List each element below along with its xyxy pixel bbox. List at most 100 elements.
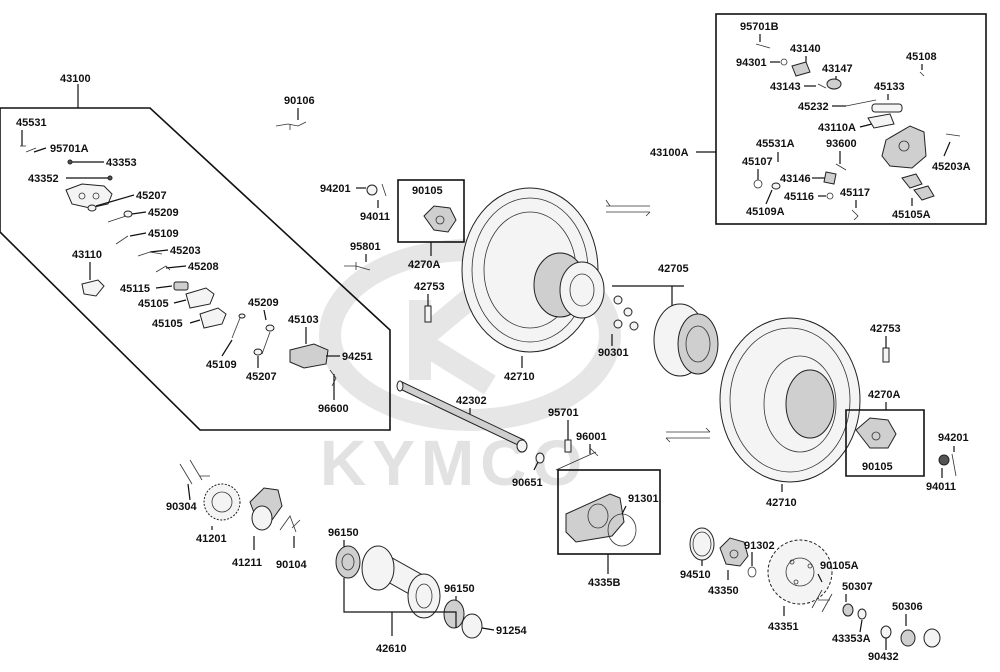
label-4335B: 4335B	[588, 577, 620, 589]
label-43353A: 43353A	[832, 633, 871, 645]
label-45203: 45203	[170, 245, 201, 257]
label-91302: 91302	[744, 540, 775, 552]
label-96150-left: 96150	[328, 527, 359, 539]
watermark-brand: KYMCO	[320, 427, 588, 499]
brake-pads-45105A-part	[901, 173, 935, 201]
label-45531A: 45531A	[756, 138, 795, 150]
label-43352: 43352	[28, 173, 59, 185]
label-50307: 50307	[842, 581, 873, 593]
box-43100A	[715, 13, 987, 225]
sprocket-41201-part	[203, 483, 241, 521]
label-45109-bottom: 45109	[206, 359, 237, 371]
label-41211: 41211	[232, 557, 262, 569]
label-42753-left: 42753	[414, 281, 445, 293]
label-90105A: 90105A	[820, 560, 859, 572]
label-43147: 43147	[822, 63, 853, 75]
label-96001: 96001	[576, 431, 607, 443]
label-45116: 45116	[784, 191, 814, 203]
box-4335B	[557, 469, 661, 555]
label-42710-right: 42710	[766, 497, 797, 509]
label-96600: 96600	[318, 403, 349, 415]
label-43100A: 43100A	[650, 147, 689, 159]
label-90105-right: 90105	[862, 461, 893, 473]
label-50306: 50306	[892, 601, 923, 613]
label-93600: 93600	[826, 138, 857, 150]
bolts-90304-part	[179, 459, 210, 485]
label-42302: 42302	[456, 395, 487, 407]
label-45117: 45117	[840, 187, 870, 199]
label-43351: 43351	[768, 621, 799, 633]
label-43143: 43143	[770, 81, 801, 93]
label-95701B: 95701B	[740, 21, 779, 33]
label-94251: 94251	[342, 351, 373, 363]
tire-tread-arrow-left	[605, 199, 651, 217]
label-45105A: 45105A	[892, 209, 931, 221]
label-45208: 45208	[188, 261, 219, 273]
bolts-90104-part	[279, 515, 301, 533]
box-4270A-right	[845, 409, 925, 477]
label-4270A-right: 4270A	[868, 389, 900, 401]
label-45107: 45107	[742, 156, 773, 168]
caliper-assembly-group: 43100 45531 95701A 43353 43352 45207 452…	[0, 73, 391, 431]
bearing-96150-left-part	[335, 545, 361, 579]
label-45209-bottom: 45209	[248, 297, 279, 309]
label-95801: 95801	[350, 241, 381, 253]
seal-91254-part	[461, 613, 483, 639]
label-95701: 95701	[548, 407, 579, 419]
label-45108: 45108	[906, 51, 937, 63]
label-45209-top: 45209	[148, 207, 179, 219]
label-43100: 43100	[60, 73, 91, 85]
valve-42753-right-part	[882, 347, 890, 363]
label-94011-left: 94011	[360, 211, 390, 223]
bolts-90105A-part	[811, 589, 833, 613]
label-45207-bottom: 45207	[246, 371, 277, 383]
label-45531: 45531	[16, 117, 47, 129]
label-90432: 90432	[868, 651, 899, 663]
label-95701A: 95701A	[50, 143, 89, 155]
caliper-bracket-4335B-part	[565, 493, 625, 543]
caliper-assembly-outline	[0, 107, 391, 431]
caliper-body-43100A-part	[881, 125, 927, 169]
label-45133: 45133	[874, 81, 905, 93]
label-90304: 90304	[166, 501, 197, 513]
label-94201-right: 94201	[938, 432, 969, 444]
label-96150-right: 96150	[444, 583, 475, 595]
label-91254: 91254	[496, 625, 527, 637]
label-91301: 91301	[628, 493, 659, 505]
label-41201: 41201	[196, 533, 227, 545]
label-94201-left: 94201	[320, 183, 351, 195]
label-4270A-left: 4270A	[408, 259, 440, 271]
label-45103: 45103	[288, 314, 319, 326]
label-42753-right: 42753	[870, 323, 901, 335]
o-ring-94510-part	[689, 527, 715, 561]
label-43110A: 43110A	[818, 122, 856, 134]
tire-tread-arrow-right	[665, 427, 711, 443]
front-tire-left	[461, 187, 605, 353]
label-94510: 94510	[680, 569, 711, 581]
label-45105-top: 45105	[138, 298, 169, 310]
piston-43140-part	[791, 61, 811, 77]
label-43146: 43146	[780, 173, 811, 185]
label-45115: 45115	[120, 283, 150, 295]
label-42610: 42610	[376, 643, 407, 655]
label-94011-right: 94011	[926, 481, 956, 493]
label-42710-left: 42710	[504, 371, 535, 383]
lug-nuts-90301-part	[613, 295, 639, 331]
label-45109-top: 45109	[148, 228, 179, 240]
label-45207-top: 45207	[136, 190, 167, 202]
valve-42753-left-part	[424, 305, 432, 323]
label-90106: 90106	[284, 95, 315, 107]
label-43350: 43350	[708, 585, 739, 597]
nut-50306-part	[900, 629, 916, 647]
bolt-90106-part	[275, 121, 307, 130]
label-43353: 43353	[106, 157, 137, 169]
label-94301: 94301	[736, 57, 767, 69]
label-90651: 90651	[512, 477, 543, 489]
nut-50307-part	[842, 603, 854, 617]
label-42705: 42705	[658, 263, 689, 275]
label-45109A: 45109A	[746, 206, 785, 218]
label-43140: 43140	[790, 43, 821, 55]
hub-43350-part	[719, 537, 749, 567]
label-45203A: 45203A	[932, 161, 971, 173]
caliper-bracket-part	[289, 343, 329, 369]
